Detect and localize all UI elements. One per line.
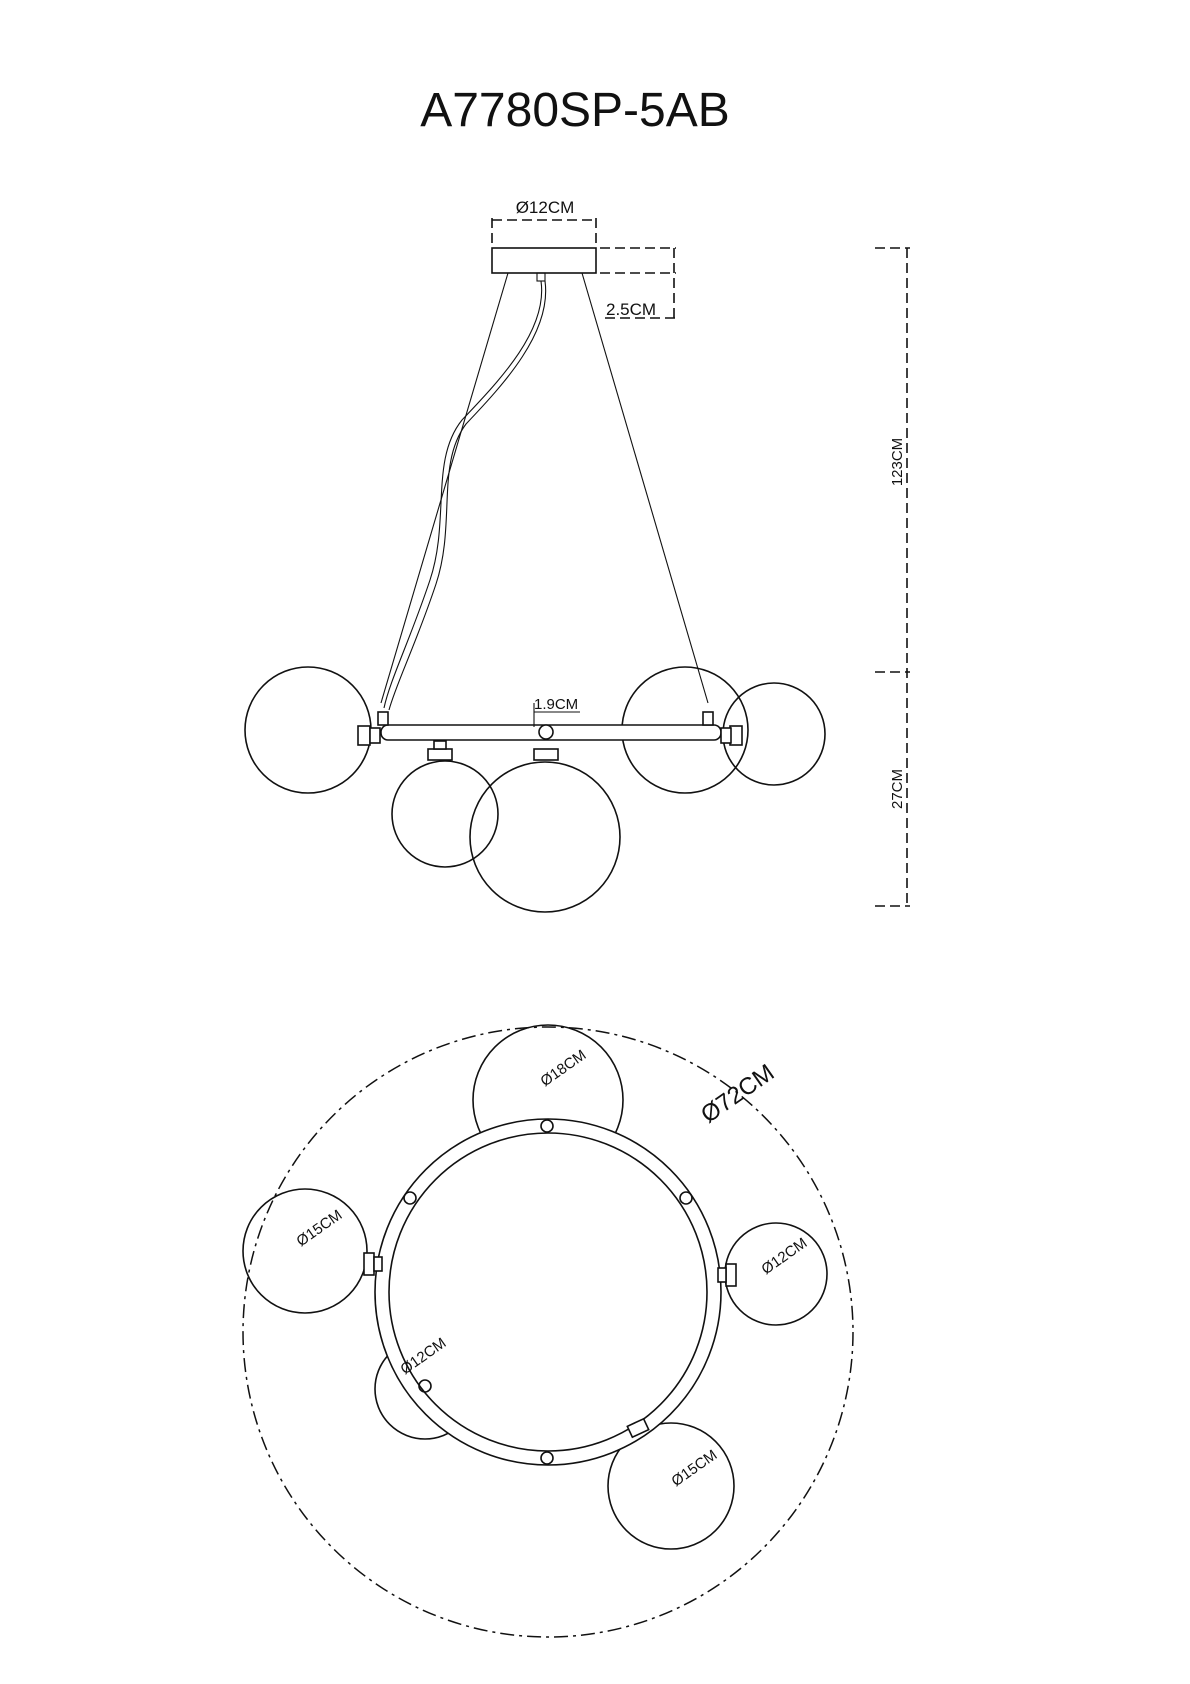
power-cord-second bbox=[388, 280, 547, 711]
canopy-diameter-dimension: Ø12CM bbox=[491, 198, 597, 243]
ring-mount-upper-left bbox=[403, 1191, 417, 1205]
bar-thickness-label: 1.9CM bbox=[534, 696, 578, 713]
top-globe-left bbox=[242, 1188, 368, 1314]
left-arm-socket bbox=[363, 1252, 375, 1276]
globe-far-left bbox=[244, 666, 372, 794]
center-socket-knob bbox=[538, 724, 554, 740]
top-globe-left-label: Ø15CM bbox=[293, 1207, 345, 1251]
center-socket bbox=[533, 748, 559, 761]
left-suspension-wire bbox=[380, 272, 509, 704]
bar-thickness-dimension: 1.9CM bbox=[533, 696, 580, 727]
right-hanger-clip bbox=[702, 711, 714, 726]
overall-diameter-label: Ø72CM bbox=[696, 1059, 779, 1129]
canopy-hook bbox=[536, 272, 546, 282]
top-globe-right bbox=[724, 1222, 828, 1326]
overall-diameter-outline bbox=[242, 1026, 854, 1638]
canopy-height-label: 2.5CM bbox=[606, 300, 656, 319]
right-arm-socket bbox=[725, 1263, 737, 1287]
right-end-socket-cap bbox=[720, 727, 732, 744]
ring-inner bbox=[388, 1132, 708, 1452]
top-globe-right-label: Ø12CM bbox=[758, 1235, 810, 1279]
ring-mount-upper-right bbox=[679, 1191, 693, 1205]
top-globe-top-label: Ø18CM bbox=[537, 1047, 589, 1091]
canopy bbox=[491, 247, 597, 274]
canopy-diameter-label: Ø12CM bbox=[516, 198, 575, 217]
lower-left-socket bbox=[427, 748, 453, 761]
ring-outer bbox=[374, 1118, 722, 1466]
body-height-label: 27CM bbox=[889, 769, 906, 809]
globe-center bbox=[469, 761, 621, 913]
left-hanger-clip bbox=[377, 711, 389, 726]
top-globe-bottom bbox=[607, 1422, 735, 1550]
ring-mount-top bbox=[540, 1119, 554, 1133]
right-suspension-wire bbox=[581, 272, 709, 704]
suspension-height-label: 123CM bbox=[889, 438, 906, 486]
top-globe-bottom-label: Ø15CM bbox=[668, 1447, 720, 1491]
bottom-arm-socket bbox=[626, 1417, 650, 1439]
model-title: A7780SP-5AB bbox=[420, 84, 730, 137]
height-dimension: 123CM 27CM bbox=[875, 247, 910, 907]
ring-mount-bottom bbox=[540, 1451, 554, 1465]
globe-lower-left bbox=[391, 760, 499, 868]
left-end-socket-cap bbox=[369, 727, 381, 744]
power-cord bbox=[383, 280, 543, 709]
right-arm-socket-cap bbox=[717, 1267, 727, 1283]
side-view: Ø12CM 2.5CM bbox=[244, 198, 910, 913]
left-arm-socket-cap bbox=[373, 1256, 383, 1272]
top-view: Ø72CM Ø18CM Ø15CM Ø12CM Ø12CM Ø15CM bbox=[242, 1024, 854, 1638]
ring-mount-lower-left bbox=[418, 1379, 432, 1393]
canopy-height-dimension: 2.5CM bbox=[600, 247, 676, 319]
lower-left-socket-stem bbox=[433, 740, 447, 750]
left-end-socket bbox=[357, 725, 371, 746]
